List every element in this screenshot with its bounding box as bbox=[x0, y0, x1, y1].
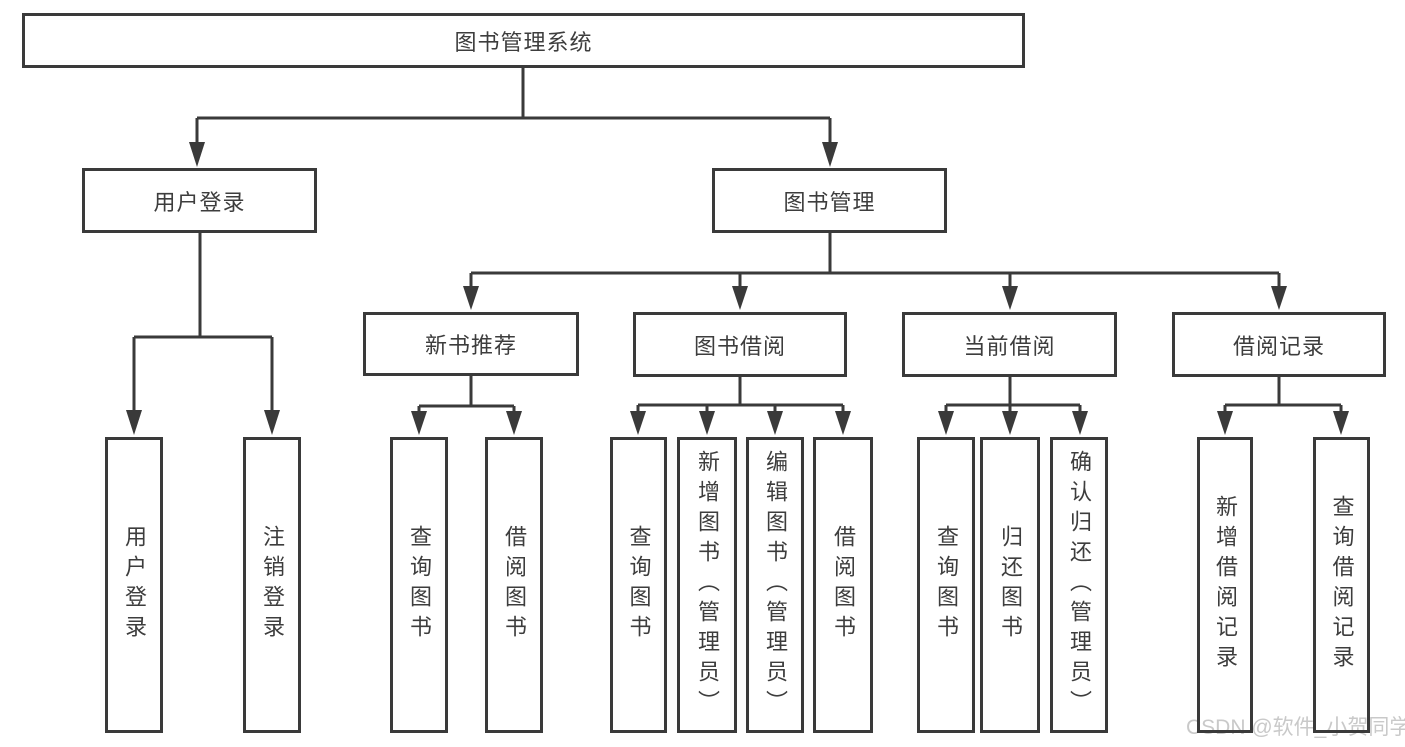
leaf-node-query-borrow-record: 查询借阅记录 bbox=[1313, 437, 1370, 733]
leaf-label: 查询借阅记录 bbox=[1329, 495, 1355, 675]
arrowhead bbox=[835, 411, 851, 435]
arrowhead bbox=[822, 142, 838, 167]
connector-book-borrow-branch bbox=[630, 377, 851, 435]
leaf-node-query-book-borrow: 查询图书 bbox=[610, 437, 667, 733]
arrowhead bbox=[463, 286, 479, 310]
connector-new-book-branch bbox=[411, 376, 522, 435]
leaf-node-borrow-book-recommend: 借阅图书 bbox=[485, 437, 543, 733]
leaf-node-add-book-admin: 新增图书（管理员） bbox=[677, 437, 737, 733]
connector-book-management-branch bbox=[463, 233, 1287, 310]
node-book-borrow: 图书借阅 bbox=[633, 312, 847, 377]
connector-borrow-record-branch bbox=[1217, 377, 1349, 435]
arrowhead bbox=[1002, 286, 1018, 310]
leaf-node-confirm-return-admin: 确认归还（管理员） bbox=[1050, 437, 1108, 733]
root-node-system: 图书管理系统 bbox=[22, 13, 1025, 68]
csdn-watermark: CSDN @软件_小贺同学 bbox=[1186, 716, 1405, 739]
arrowhead bbox=[938, 411, 954, 435]
leaf-label: 编辑图书（管理员） bbox=[763, 450, 788, 720]
leaf-label: 用户登录 bbox=[122, 525, 147, 645]
arrowhead bbox=[1002, 411, 1018, 435]
leaf-node-user-login: 用户登录 bbox=[105, 437, 163, 733]
leaf-label: 借阅图书 bbox=[831, 525, 856, 645]
arrowhead bbox=[1072, 411, 1088, 435]
node-current-borrow: 当前借阅 bbox=[902, 312, 1117, 377]
arrowhead bbox=[630, 411, 646, 435]
arrowhead bbox=[1271, 286, 1287, 310]
arrowhead bbox=[732, 286, 748, 310]
leaf-label: 确认归还（管理员） bbox=[1067, 450, 1092, 720]
leaf-label: 查询图书 bbox=[626, 525, 652, 645]
leaf-node-edit-book-admin: 编辑图书（管理员） bbox=[746, 437, 804, 733]
leaf-label: 注销登录 bbox=[260, 525, 285, 645]
leaf-node-query-book-current: 查询图书 bbox=[917, 437, 975, 733]
connector-root-to-level2 bbox=[189, 68, 838, 167]
node-borrow-record: 借阅记录 bbox=[1172, 312, 1386, 377]
branch-node-book-management: 图书管理 bbox=[712, 168, 947, 233]
connector-user-login-branch bbox=[126, 233, 280, 435]
leaf-label: 借阅图书 bbox=[502, 525, 527, 645]
arrowhead bbox=[411, 411, 427, 435]
leaf-node-return-book: 归还图书 bbox=[980, 437, 1040, 733]
leaf-node-add-borrow-record: 新增借阅记录 bbox=[1197, 437, 1253, 733]
leaf-label: 查询图书 bbox=[407, 525, 432, 645]
leaf-label: 归还图书 bbox=[998, 525, 1023, 645]
leaf-node-logout: 注销登录 bbox=[243, 437, 301, 733]
arrowhead bbox=[126, 410, 142, 435]
arrowhead bbox=[506, 411, 522, 435]
arrowhead bbox=[767, 411, 783, 435]
leaf-node-borrow-book: 借阅图书 bbox=[813, 437, 873, 733]
arrowhead bbox=[264, 410, 280, 435]
connector-current-borrow-branch bbox=[938, 377, 1088, 435]
node-new-book-recommend: 新书推荐 bbox=[363, 312, 579, 376]
arrowhead bbox=[1333, 411, 1349, 435]
leaf-label: 新增借阅记录 bbox=[1213, 495, 1238, 675]
branch-node-user-login: 用户登录 bbox=[82, 168, 317, 233]
leaf-label: 新增图书（管理员） bbox=[695, 450, 720, 720]
arrowhead bbox=[1217, 411, 1233, 435]
arrowhead bbox=[189, 142, 205, 167]
leaf-node-query-book-recommend: 查询图书 bbox=[390, 437, 448, 733]
arrowhead bbox=[699, 411, 715, 435]
leaf-label: 查询图书 bbox=[934, 525, 959, 645]
